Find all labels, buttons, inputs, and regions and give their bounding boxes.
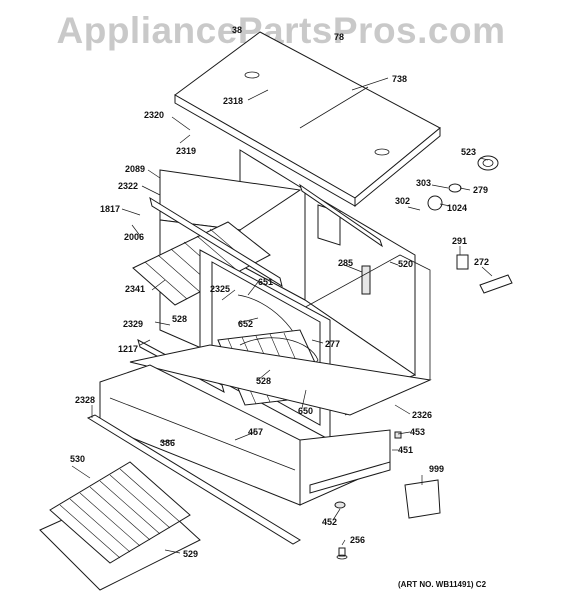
- drawer-bumper-453: [394, 431, 402, 439]
- callout-2325: 2325: [210, 284, 230, 294]
- callout-652: 652: [238, 319, 253, 329]
- leader-lines: [71, 77, 493, 554]
- callout-291: 291: [452, 236, 467, 246]
- broiler-pan-assembly: [39, 461, 201, 591]
- lamp-socket-523: [477, 155, 499, 171]
- callout-520: 520: [398, 259, 413, 269]
- callout-2320: 2320: [144, 110, 164, 120]
- leveling-leg-256: [336, 547, 348, 560]
- callout-2006: 2006: [124, 232, 144, 242]
- owners-manual-999: [404, 479, 441, 519]
- callout-2341: 2341: [125, 284, 145, 294]
- callout-999: 999: [429, 464, 444, 474]
- callout-528-lower: 528: [256, 376, 271, 386]
- callout-2089: 2089: [125, 164, 145, 174]
- lamp-bulb-303: [448, 183, 462, 193]
- callout-530: 530: [70, 454, 85, 464]
- callout-38: 38: [232, 25, 242, 35]
- callout-651: 651: [258, 277, 273, 287]
- oven-light-switch-291: [456, 254, 469, 270]
- callout-452: 452: [322, 517, 337, 527]
- callout-277: 277: [325, 339, 340, 349]
- art-number: (ART NO. WB11491) C2: [398, 580, 487, 589]
- callout-453: 453: [410, 427, 425, 437]
- callout-2328: 2328: [75, 395, 95, 405]
- callout-1024: 1024: [447, 203, 467, 213]
- callout-78: 78: [334, 32, 344, 42]
- terminal-block-272: [479, 274, 513, 294]
- callout-523: 523: [461, 147, 476, 157]
- oven-floor-panel: [129, 344, 432, 416]
- callout-2329: 2329: [123, 319, 143, 329]
- callout-738: 738: [392, 74, 407, 84]
- callout-2326: 2326: [412, 410, 432, 420]
- callout-303: 303: [416, 178, 431, 188]
- oven-top-panel: [174, 31, 441, 208]
- callout-285: 285: [338, 258, 353, 268]
- callout-2318: 2318: [223, 96, 243, 106]
- callout-386: 386: [160, 438, 175, 448]
- lamp-lens-1024: [427, 195, 443, 211]
- callout-279: 279: [473, 185, 488, 195]
- callout-302: 302: [395, 196, 410, 206]
- callout-1817: 1817: [100, 204, 120, 214]
- oven-sensor-285: [361, 265, 371, 295]
- drawer-bottom-trim-2328: [86, 414, 301, 545]
- callout-528-upper: 528: [172, 314, 187, 324]
- callout-529: 529: [183, 549, 198, 559]
- callout-1217: 1217: [118, 344, 138, 354]
- callout-650: 650: [298, 406, 313, 416]
- callout-2319: 2319: [176, 146, 196, 156]
- callout-256: 256: [350, 535, 365, 545]
- callout-2322: 2322: [118, 181, 138, 191]
- drawer-roller-452: [334, 501, 346, 509]
- callout-457: 457: [248, 427, 263, 437]
- callout-272: 272: [474, 257, 489, 267]
- callout-451: 451: [398, 445, 413, 455]
